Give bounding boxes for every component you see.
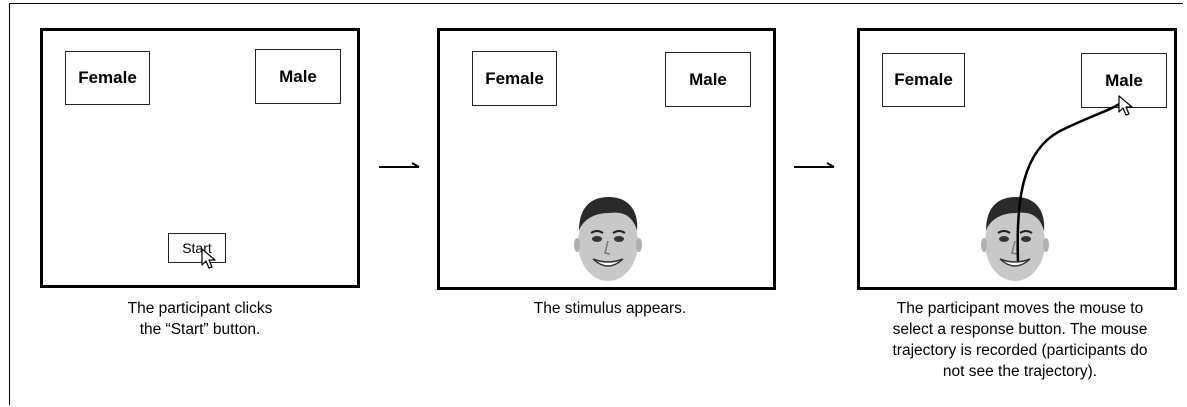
female-label: Female (485, 68, 544, 88)
male-response-button[interactable]: Male (665, 52, 751, 107)
male-label: Male (1105, 70, 1143, 90)
screen-panel-response: Female Male (857, 28, 1177, 290)
arrow-right-icon (794, 162, 835, 168)
caption-start: The participant clicks the “Start” butto… (127, 300, 273, 338)
arrow-right-icon (379, 162, 420, 168)
mouse-cursor-icon (1118, 95, 1133, 116)
screen-panel-start: Female Male Start (40, 28, 360, 288)
male-response-button[interactable]: Male (1081, 53, 1167, 108)
caption-stimulus: The stimulus appears. (533, 300, 687, 317)
screen-panel-stimulus: Female Male (437, 28, 776, 290)
male-response-button[interactable]: Male (255, 49, 341, 104)
female-response-button[interactable]: Female (65, 51, 150, 105)
face-photo (574, 197, 642, 281)
mouse-trajectory (1016, 99, 1125, 262)
mouse-cursor-icon (201, 248, 216, 269)
female-label: Female (894, 70, 953, 89)
face-photo (981, 197, 1049, 281)
caption-response: The participant moves the mouse to selec… (892, 300, 1148, 380)
female-response-button[interactable]: Female (882, 53, 965, 107)
male-label: Male (689, 69, 727, 89)
female-response-button[interactable]: Female (472, 51, 557, 106)
figure-frame: Female Male Start Female Male (9, 3, 1183, 405)
female-label: Female (78, 68, 137, 87)
male-label: Male (279, 66, 317, 86)
